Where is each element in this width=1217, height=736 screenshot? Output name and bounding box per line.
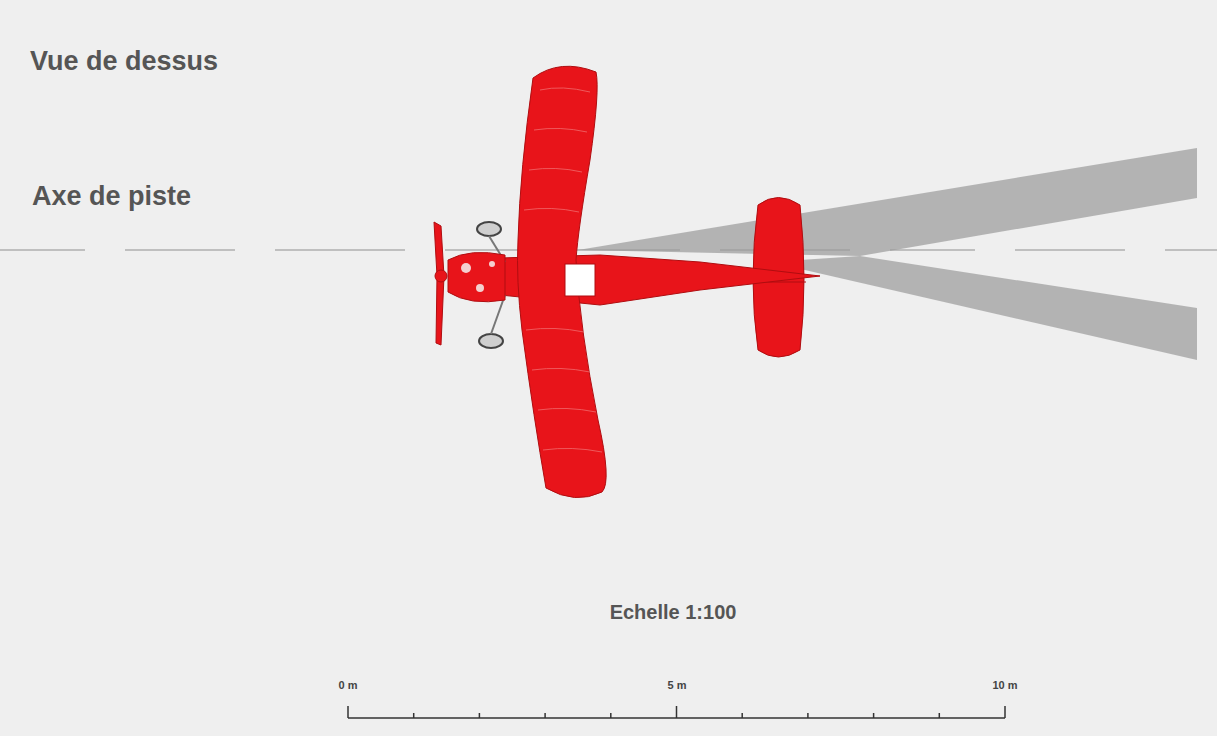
propeller: [434, 222, 444, 345]
scale-tick: [741, 713, 743, 718]
engine: [448, 252, 505, 301]
scale-label: 0 m: [339, 680, 358, 691]
scale-tick: [676, 706, 678, 718]
scale-bar: [348, 706, 1005, 718]
scale-tick: [479, 713, 481, 718]
scale-title: Echelle 1:100: [610, 602, 737, 622]
engine-detail: [489, 261, 495, 267]
scale-tick: [873, 713, 875, 718]
scale-tick: [939, 713, 941, 718]
scale-tick: [807, 713, 809, 718]
spinner: [435, 270, 447, 282]
scale-tick: [347, 706, 349, 718]
scale-tick: [1004, 706, 1006, 718]
axis-label: Axe de piste: [32, 183, 191, 210]
wheel: [477, 222, 501, 236]
wheel: [479, 334, 503, 348]
scale-tick: [610, 713, 612, 718]
scale-label: 5 m: [668, 680, 687, 691]
wing-ribs: [524, 88, 602, 452]
wake-band: [770, 256, 1197, 360]
cockpit: [565, 264, 595, 296]
scale-label: 10 m: [992, 680, 1017, 691]
scale-tick: [544, 713, 546, 718]
scale-tick: [413, 713, 415, 718]
wake-band: [578, 148, 1197, 256]
wing: [518, 66, 607, 497]
engine-detail: [461, 263, 471, 273]
view-title: Vue de dessus: [30, 48, 218, 75]
engine-detail: [476, 284, 484, 292]
